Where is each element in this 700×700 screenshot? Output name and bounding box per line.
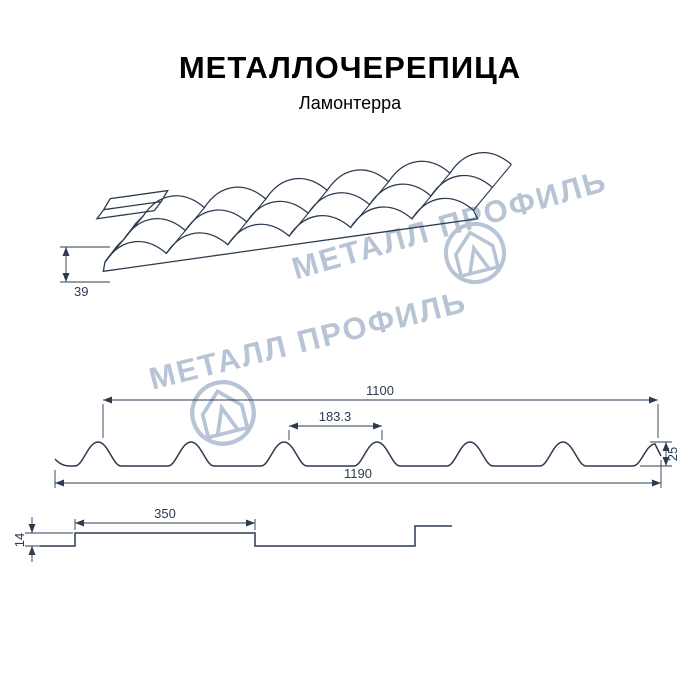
dim-label-profile-height-25: 25 [665, 447, 680, 461]
dim-label-module-length-350: 350 [154, 506, 176, 521]
metall-profil-logo-icon [444, 222, 506, 284]
extension-lines [25, 532, 73, 547]
extension-lines [102, 404, 659, 438]
dimension-lines [25, 517, 256, 562]
page-title: МЕТАЛЛОЧЕРЕПИЦА [178, 50, 522, 85]
ridge-flange [95, 189, 169, 220]
dim-label-step-height-39: 39 [74, 284, 88, 299]
extension-lines [288, 430, 383, 440]
header: МЕТАЛЛОЧЕРЕПИЦА Ламонтерра [0, 50, 700, 114]
cross-section-drawing: 1100 183.3 25 1190 [54, 383, 680, 488]
tile-row-middle [123, 174, 493, 240]
dimension-lines [54, 396, 672, 488]
dim-39-group [60, 246, 110, 283]
profile-line [40, 525, 452, 547]
longitudinal-profile-drawing: 350 14 [12, 506, 452, 562]
tile-pan-lines [104, 164, 512, 263]
sheet-bottom-edge [102, 209, 479, 273]
page-subtitle: Ламонтерра [298, 93, 402, 113]
extension-lines [60, 246, 110, 283]
tile-sheet [95, 151, 512, 273]
dim-label-cover-width-1100: 1100 [366, 383, 394, 398]
dim-label-wave-step-183: 183.3 [319, 409, 352, 424]
dim-label-step-height-14: 14 [12, 533, 27, 547]
tile-row-back [142, 151, 512, 217]
profile-line [54, 441, 662, 467]
dim-label-overall-width-1190: 1190 [344, 466, 372, 481]
perspective-view-drawing: 39 [60, 151, 512, 299]
